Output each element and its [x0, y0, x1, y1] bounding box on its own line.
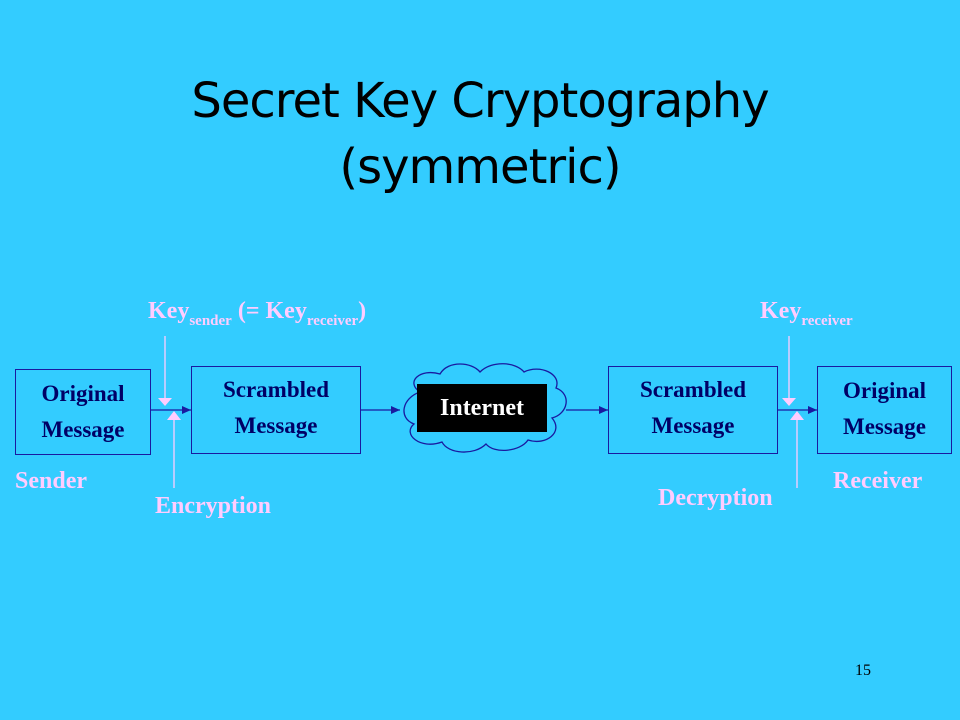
key-receiver-arrowhead	[782, 398, 796, 406]
key-subscript: receiver	[306, 313, 359, 329]
key-sender-arrowhead	[158, 398, 172, 406]
decryption-arrowhead	[790, 411, 804, 420]
receiver-label: Receiver	[833, 468, 923, 494]
key-subscript: sender	[189, 313, 232, 329]
original-message-sender-box: Original Message	[15, 369, 151, 455]
title-line-2: (symmetric)	[339, 139, 621, 195]
encryption-label: Encryption	[155, 493, 272, 519]
encryption-arrowhead	[167, 411, 181, 420]
box-line: Message	[842, 414, 927, 439]
title-line-1: Secret Key Cryptography	[191, 73, 769, 129]
box-line: Scrambled	[639, 377, 747, 402]
key-subscript: receiver	[801, 313, 853, 329]
scrambled-message-receiver-box: Scrambled Message	[608, 366, 778, 454]
key-equals-text: (= Key	[231, 298, 307, 324]
box-line: Original	[842, 378, 927, 403]
internet-label: Internet	[417, 384, 547, 432]
box-line: Message	[651, 413, 735, 438]
box-line: Original	[41, 381, 125, 406]
box-line: Message	[234, 413, 318, 438]
key-text: Key	[148, 298, 190, 324]
scrambled-message-sender-box: Scrambled Message	[191, 366, 361, 454]
sender-label: Sender	[15, 468, 87, 494]
key-close-paren: )	[358, 298, 367, 324]
slide-title: Secret Key Cryptography (symmetric)	[0, 68, 960, 200]
key-sender-label: Keysender (= Keyreceiver)	[148, 298, 366, 330]
original-message-receiver-box: Original Message	[817, 366, 952, 454]
box-line: Message	[41, 417, 125, 442]
page-number: 15	[855, 662, 871, 679]
key-receiver-label: Keyreceiver	[760, 298, 853, 330]
decryption-label: Decryption	[658, 485, 773, 511]
key-text: Key	[760, 298, 802, 324]
box-line: Scrambled	[222, 377, 330, 402]
